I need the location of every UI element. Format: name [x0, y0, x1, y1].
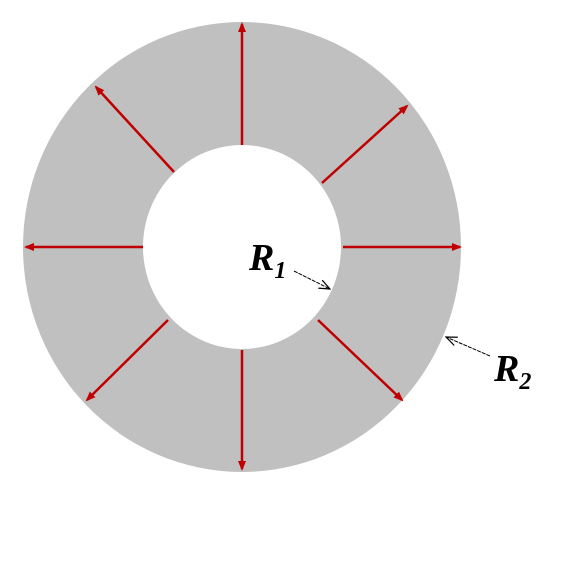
svg-text:R2: R2 [493, 348, 531, 395]
inner-radius-label: R1 [248, 237, 330, 289]
outer-radius-letter: R [493, 348, 519, 390]
arrow-up-right [321, 104, 409, 184]
outer-radius-leader [446, 337, 491, 357]
inner-radius-letter: R [248, 237, 274, 279]
inner-hole [143, 145, 341, 349]
radial-arrows [24, 22, 462, 471]
inner-radius-subscript: 1 [274, 258, 286, 284]
arrow-down-left [85, 319, 169, 402]
outer-radius-label: R2 [446, 337, 531, 395]
outer-radius-subscript: 2 [518, 369, 531, 395]
svg-text:R1: R1 [248, 237, 286, 284]
arrow-down-right [317, 319, 404, 402]
inner-radius-leader [293, 270, 330, 289]
arrow-up-left [94, 85, 175, 173]
